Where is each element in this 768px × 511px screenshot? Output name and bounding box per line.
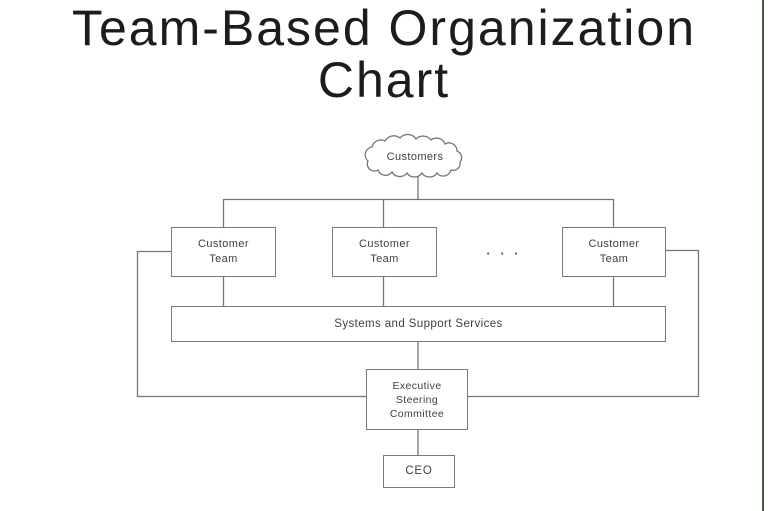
node-systems-support-services: Systems and Support Services bbox=[171, 306, 666, 342]
page-title: Team-Based Organization Chart bbox=[71, 0, 697, 108]
customers-cloud-label: Customers bbox=[386, 151, 444, 163]
teams-ellipsis: · · · bbox=[486, 245, 522, 261]
node-customer-team-1: Customer Team bbox=[171, 227, 276, 277]
node-ceo: CEO bbox=[383, 455, 455, 488]
customers-cloud: Customers bbox=[358, 134, 472, 178]
cloud-icon bbox=[364, 134, 463, 178]
node-customer-team-3: Customer Team bbox=[562, 227, 666, 277]
right-edge-accent-line bbox=[762, 0, 764, 511]
node-executive-steering-committee: Executive Steering Committee bbox=[366, 369, 468, 430]
node-customer-team-2: Customer Team bbox=[332, 227, 437, 277]
